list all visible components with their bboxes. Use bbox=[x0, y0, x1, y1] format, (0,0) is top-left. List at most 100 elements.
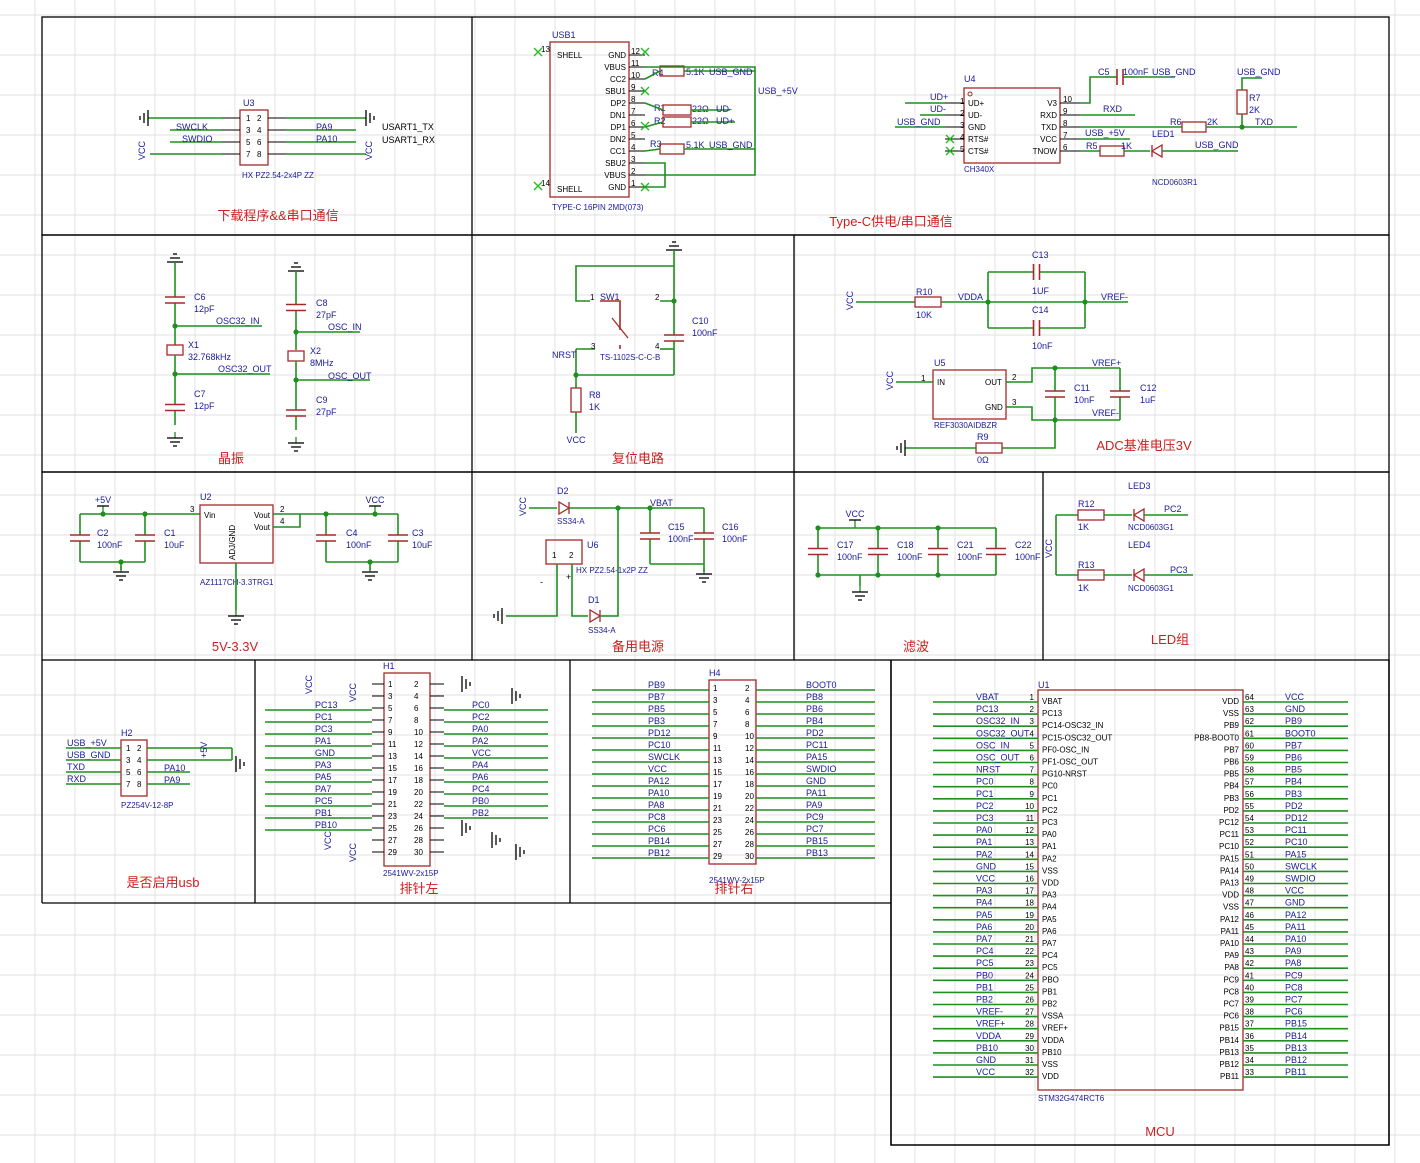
ref-label: H1 bbox=[383, 661, 395, 671]
value-label: 100nF bbox=[722, 534, 748, 544]
pin-number: 3 bbox=[388, 692, 393, 701]
net-label: PA8 bbox=[648, 800, 664, 810]
pin-number: 19 bbox=[713, 792, 722, 801]
pin-number: 1 bbox=[552, 551, 557, 560]
pin-number: 5 bbox=[126, 768, 131, 777]
net-label: SWCLK bbox=[1285, 861, 1317, 871]
net-label: VBAT bbox=[650, 498, 673, 508]
pin-number: 5 bbox=[246, 138, 251, 147]
pin-number: 27 bbox=[713, 840, 722, 849]
net-label: PC2 bbox=[1164, 504, 1182, 514]
power-label: VCC bbox=[137, 140, 147, 160]
pin-number: 24 bbox=[1025, 971, 1034, 980]
pin-name: PG10-NRST bbox=[1042, 770, 1087, 779]
pin-name: PB8-BOOT0 bbox=[1194, 733, 1239, 742]
pin-number: 24 bbox=[414, 812, 423, 821]
d2-diode bbox=[558, 500, 571, 516]
wire-usbgnd bbox=[1241, 77, 1262, 90]
pin-number: 39 bbox=[1245, 996, 1254, 1005]
part-label: HX PZ2.54-2x4P ZZ bbox=[242, 171, 314, 180]
net-label: GND bbox=[315, 748, 336, 758]
ref-label: C6 bbox=[194, 292, 206, 302]
ref-label: R5 bbox=[1086, 141, 1098, 151]
net-label: GND bbox=[976, 861, 997, 871]
value-label: 22Ω bbox=[692, 116, 709, 126]
pin-number: 7 bbox=[1063, 131, 1068, 140]
value-label: 22Ω bbox=[692, 104, 709, 114]
net-label: USB_+5V bbox=[67, 738, 107, 748]
power-label: VCC bbox=[1044, 538, 1054, 558]
net-label: PC4 bbox=[976, 946, 994, 956]
pin-number: 14 bbox=[1025, 850, 1034, 859]
net-label: PB2 bbox=[976, 995, 993, 1005]
pin-number: 46 bbox=[1245, 911, 1254, 920]
ref-label: U1 bbox=[1038, 680, 1050, 690]
pin-number: 59 bbox=[1245, 754, 1254, 763]
net-label: USB_+5V bbox=[758, 86, 798, 96]
pin-number: 4 bbox=[631, 143, 636, 152]
net-label: TXD bbox=[1255, 117, 1274, 127]
net-label: GND bbox=[1285, 704, 1306, 714]
wire bbox=[571, 564, 588, 617]
pin-number: 27 bbox=[1025, 1008, 1034, 1017]
pin-number: 1 bbox=[1030, 693, 1035, 702]
power-label: +5V bbox=[95, 495, 111, 505]
x2-crystal bbox=[287, 350, 305, 362]
value-label: 100nF bbox=[837, 552, 863, 562]
pin-number: 13 bbox=[388, 752, 397, 761]
r9-resistor bbox=[975, 442, 1003, 454]
pin-name: VREF+ bbox=[1042, 1024, 1068, 1033]
pin-number: 38 bbox=[1245, 1008, 1254, 1017]
pin-number: 2 bbox=[414, 680, 419, 689]
pin-number: 21 bbox=[713, 804, 722, 813]
value-label: 12pF bbox=[194, 401, 215, 411]
pin-name: PA10 bbox=[1220, 939, 1240, 948]
pin-name: VSS bbox=[1042, 1060, 1058, 1069]
net-label: OSC_OUT bbox=[328, 371, 372, 381]
wire-cc2 bbox=[644, 70, 661, 80]
pin-name: PC6 bbox=[1223, 1012, 1239, 1021]
pin-number: 2 bbox=[1030, 705, 1035, 714]
pin-number: 24 bbox=[745, 816, 754, 825]
pin-number: 10 bbox=[1025, 802, 1034, 811]
pin-number: 30 bbox=[414, 848, 423, 857]
pin-number: 48 bbox=[1245, 887, 1254, 896]
pin-name: PC4 bbox=[1042, 951, 1058, 960]
part-label: HX PZ2.54-1x2P ZZ bbox=[576, 566, 648, 575]
net-label: PB1 bbox=[976, 982, 993, 992]
net-label: PC13 bbox=[315, 700, 338, 710]
net-label: PC10 bbox=[1285, 837, 1308, 847]
pin-number: 1 bbox=[246, 114, 251, 123]
net-label: PB1 bbox=[315, 808, 332, 818]
value-label: 100nF bbox=[668, 534, 694, 544]
no-connect-mark bbox=[640, 47, 650, 57]
pin-number: 30 bbox=[1025, 1044, 1034, 1053]
value-label: 2K bbox=[1249, 105, 1260, 115]
net-label: PB13 bbox=[1285, 1043, 1307, 1053]
wire-cc1 bbox=[644, 148, 661, 152]
net-label: PB15 bbox=[806, 836, 828, 846]
pin-name: PF0-OSC_IN bbox=[1042, 745, 1089, 754]
pin-number: 6 bbox=[414, 704, 419, 713]
pin-number: 21 bbox=[1025, 935, 1034, 944]
pin-number: 26 bbox=[1025, 996, 1034, 1005]
pin-number: 10 bbox=[1063, 95, 1072, 104]
power-label: VCC bbox=[323, 830, 333, 850]
pin-number: 3 bbox=[126, 756, 131, 765]
pin-name: PB14 bbox=[1219, 1036, 1239, 1045]
pin-number: 11 bbox=[1026, 814, 1035, 823]
wire-gnd bbox=[645, 162, 666, 188]
u5-body bbox=[932, 369, 1007, 420]
net-label: VCC bbox=[648, 764, 668, 774]
net-label: PC6 bbox=[648, 824, 666, 834]
net-label: PB0 bbox=[472, 796, 489, 806]
net-label: PB4 bbox=[1285, 777, 1302, 787]
part-label: CH340X bbox=[964, 165, 995, 174]
ref-label: USB1 bbox=[552, 30, 576, 40]
pin-number: 8 bbox=[1030, 778, 1035, 787]
pin-name: PC5 bbox=[1042, 963, 1058, 972]
junction-dot bbox=[100, 511, 106, 517]
pin-number: 2 bbox=[745, 684, 750, 693]
net-label: OSC_OUT bbox=[976, 753, 1020, 763]
